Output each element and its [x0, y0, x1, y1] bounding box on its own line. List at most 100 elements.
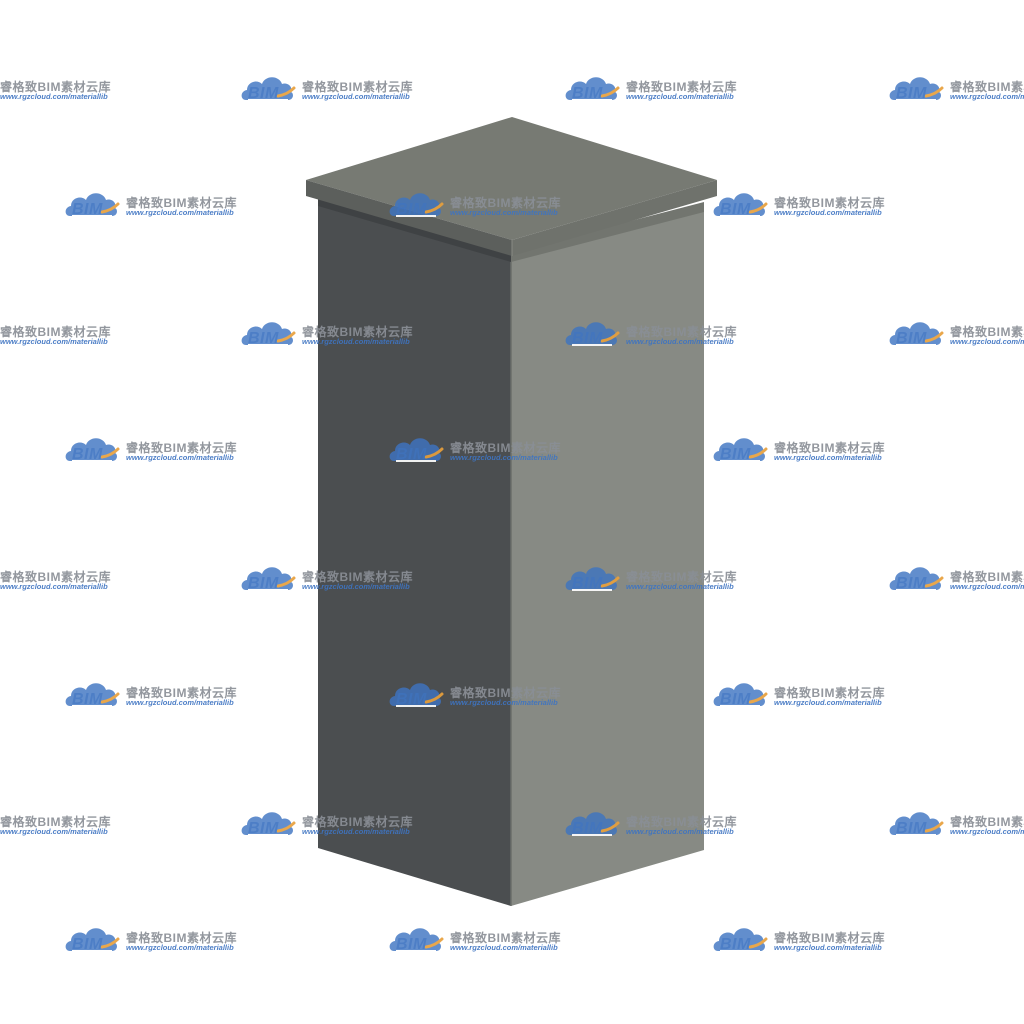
- cloud-logo-icon: [389, 928, 444, 952]
- watermark-url: www.rgzcloud.com/materiallib: [950, 92, 1024, 101]
- watermark-logo-text: BIM: [248, 330, 279, 347]
- watermark-url: www.rgzcloud.com/materiallib: [450, 453, 558, 462]
- watermark-logo-text: BIM: [896, 330, 927, 347]
- watermark: BIM 睿格致BIM素材云库 www.rgzcloud.com/material…: [386, 676, 576, 716]
- cloud-logo-icon: [565, 567, 620, 591]
- watermark-url: www.rgzcloud.com/materiallib: [126, 453, 234, 462]
- watermark: BIM 睿格致BIM素材云库 www.rgzcloud.com/material…: [710, 431, 900, 471]
- watermark: BIM 睿格致BIM素材云库 www.rgzcloud.com/material…: [562, 315, 752, 355]
- watermark: BIM 睿格致BIM素材云库 www.rgzcloud.com/material…: [62, 676, 252, 716]
- watermark-logo-text: BIM: [896, 820, 927, 837]
- watermark: BIM 睿格致BIM素材云库 www.rgzcloud.com/material…: [386, 921, 576, 961]
- cloud-logo-icon: [65, 928, 120, 952]
- watermark-title: 睿格致BIM素材云库: [302, 325, 413, 339]
- watermark-url: www.rgzcloud.com/materiallib: [302, 337, 410, 346]
- cloud-logo-icon: [65, 438, 120, 462]
- watermark-title: 睿格致BIM素材云库: [450, 931, 561, 945]
- watermark-url: www.rgzcloud.com/materiallib: [950, 337, 1024, 346]
- watermark-url: www.rgzcloud.com/materiallib: [450, 943, 558, 952]
- watermark-logo-text: BIM: [72, 691, 103, 708]
- cloud-logo-icon: [65, 683, 120, 707]
- watermark-title: 睿格致BIM素材云库: [626, 80, 737, 94]
- cloud-logo-icon: [713, 928, 768, 952]
- watermark-title: 睿格致BIM素材云库: [950, 815, 1024, 829]
- watermark-url: www.rgzcloud.com/materiallib: [626, 92, 734, 101]
- cloud-logo-icon: [713, 683, 768, 707]
- watermark-logo-text: BIM: [396, 201, 427, 218]
- watermark-logo-text: BIM: [572, 85, 603, 102]
- watermark: BIM 睿格致BIM素材云库 www.rgzcloud.com/material…: [62, 921, 252, 961]
- watermark: BIM 睿格致BIM素材云库 www.rgzcloud.com/material…: [562, 805, 752, 845]
- watermark-url: www.rgzcloud.com/materiallib: [302, 827, 410, 836]
- watermark: BIM 睿格致BIM素材云库 www.rgzcloud.com/material…: [386, 186, 576, 226]
- watermark-url: www.rgzcloud.com/materiallib: [626, 582, 734, 591]
- watermark: BIM 睿格致BIM素材云库 www.rgzcloud.com/material…: [386, 431, 576, 471]
- watermark-logo-text: BIM: [72, 201, 103, 218]
- cloud-logo-icon: [713, 193, 768, 217]
- watermark: BIM 睿格致BIM素材云库 www.rgzcloud.com/material…: [886, 315, 1024, 355]
- watermark-title: 睿格致BIM素材云库: [302, 815, 413, 829]
- watermark-logo-text: BIM: [248, 575, 279, 592]
- watermark-logo-text: BIM: [396, 936, 427, 953]
- cloud-logo-icon: [889, 322, 944, 346]
- watermark-url: www.rgzcloud.com/materiallib: [774, 453, 882, 462]
- watermark-title: 睿格致BIM素材云库: [626, 325, 737, 339]
- watermark-logo-text: BIM: [896, 85, 927, 102]
- watermark-logo-text: BIM: [572, 330, 603, 347]
- watermark: BIM 睿格致BIM素材云库 www.rgzcloud.com/material…: [710, 186, 900, 226]
- watermark: BIM 睿格致BIM素材云库 www.rgzcloud.com/material…: [0, 560, 126, 600]
- watermark: BIM 睿格致BIM素材云库 www.rgzcloud.com/material…: [886, 70, 1024, 110]
- watermark-title: 睿格致BIM素材云库: [774, 196, 885, 210]
- watermark-logo-text: BIM: [396, 446, 427, 463]
- watermark: BIM 睿格致BIM素材云库 www.rgzcloud.com/material…: [562, 560, 752, 600]
- watermark-title: 睿格致BIM素材云库: [626, 570, 737, 584]
- watermark: BIM 睿格致BIM素材云库 www.rgzcloud.com/material…: [62, 431, 252, 471]
- watermark-url: www.rgzcloud.com/materiallib: [126, 698, 234, 707]
- watermark-title: 睿格致BIM素材云库: [450, 686, 561, 700]
- watermark-title: 睿格致BIM素材云库: [302, 570, 413, 584]
- watermark-logo-text: BIM: [72, 446, 103, 463]
- watermark-title: 睿格致BIM素材云库: [126, 686, 237, 700]
- watermark-title: 睿格致BIM素材云库: [774, 931, 885, 945]
- watermark: BIM 睿格致BIM素材云库 www.rgzcloud.com/material…: [886, 805, 1024, 845]
- cloud-logo-icon: [241, 567, 296, 591]
- watermark-logo-text: BIM: [720, 936, 751, 953]
- cloud-logo-icon: [713, 438, 768, 462]
- watermark-logo-text: BIM: [72, 936, 103, 953]
- watermark-title: 睿格致BIM素材云库: [950, 80, 1024, 94]
- lid-front-edge: [306, 180, 512, 256]
- watermark: BIM 睿格致BIM素材云库 www.rgzcloud.com/material…: [710, 676, 900, 716]
- watermark-url: www.rgzcloud.com/materiallib: [774, 208, 882, 217]
- watermark-logo-text: BIM: [896, 575, 927, 592]
- watermark-url: www.rgzcloud.com/materiallib: [126, 943, 234, 952]
- watermark-title: 睿格致BIM素材云库: [450, 441, 561, 455]
- watermark: BIM 睿格致BIM素材云库 www.rgzcloud.com/material…: [238, 560, 428, 600]
- watermark-title: 睿格致BIM素材云库: [950, 570, 1024, 584]
- watermark-title: 睿格致BIM素材云库: [950, 325, 1024, 339]
- watermark-logo-text: BIM: [248, 85, 279, 102]
- watermark-url: www.rgzcloud.com/materiallib: [0, 582, 108, 591]
- watermark-url: www.rgzcloud.com/materiallib: [774, 698, 882, 707]
- watermark: BIM 睿格致BIM素材云库 www.rgzcloud.com/material…: [238, 70, 428, 110]
- watermark-url: www.rgzcloud.com/materiallib: [774, 943, 882, 952]
- watermark: BIM 睿格致BIM素材云库 www.rgzcloud.com/material…: [238, 315, 428, 355]
- watermark-logo-text: BIM: [248, 820, 279, 837]
- cloud-logo-icon: [565, 322, 620, 346]
- watermark: BIM 睿格致BIM素材云库 www.rgzcloud.com/material…: [562, 70, 752, 110]
- watermark-title: 睿格致BIM素材云库: [626, 815, 737, 829]
- cloud-logo-icon: [889, 567, 944, 591]
- watermark: BIM 睿格致BIM素材云库 www.rgzcloud.com/material…: [0, 805, 126, 845]
- watermark-title: 睿格致BIM素材云库: [126, 441, 237, 455]
- watermark-url: www.rgzcloud.com/materiallib: [626, 337, 734, 346]
- watermark-url: www.rgzcloud.com/materiallib: [450, 698, 558, 707]
- watermark: BIM 睿格致BIM素材云库 www.rgzcloud.com/material…: [62, 186, 252, 226]
- watermark-title: 睿格致BIM素材云库: [774, 686, 885, 700]
- watermark-url: www.rgzcloud.com/materiallib: [0, 827, 108, 836]
- watermark-title: 睿格致BIM素材云库: [126, 196, 237, 210]
- cloud-logo-icon: [241, 322, 296, 346]
- watermark: BIM 睿格致BIM素材云库 www.rgzcloud.com/material…: [238, 805, 428, 845]
- watermark-title: 睿格致BIM素材云库: [0, 570, 111, 584]
- watermark: BIM 睿格致BIM素材云库 www.rgzcloud.com/material…: [710, 921, 900, 961]
- watermark-url: www.rgzcloud.com/materiallib: [950, 582, 1024, 591]
